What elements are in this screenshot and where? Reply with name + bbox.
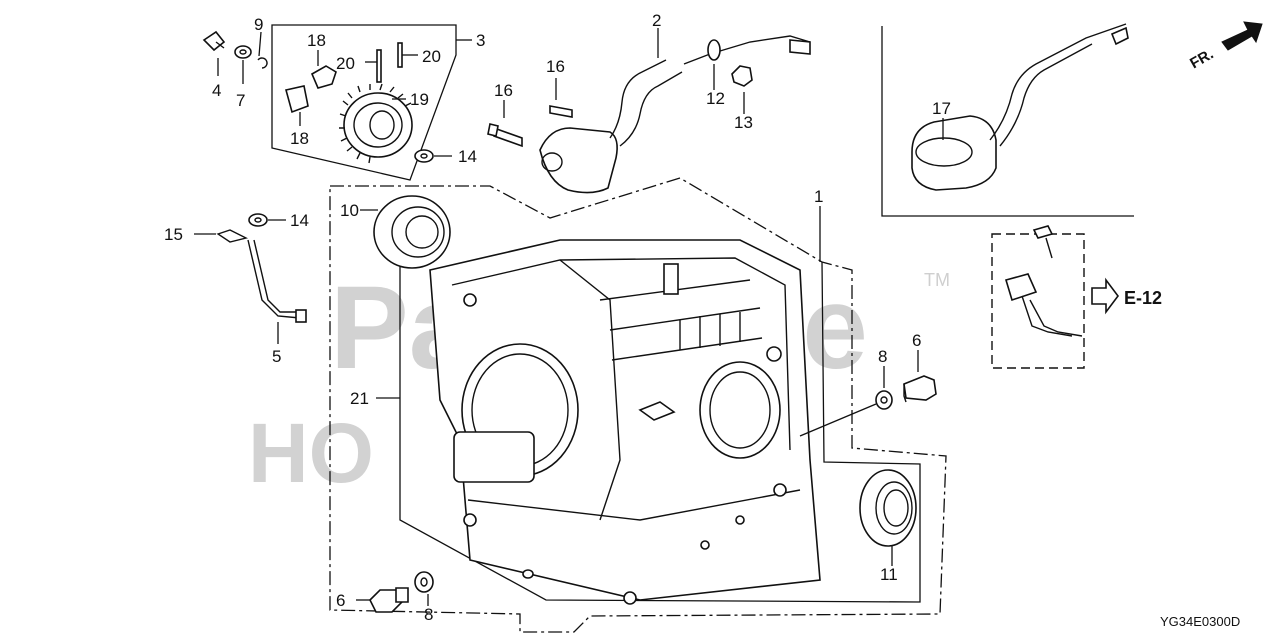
callout-8-right: 8 <box>878 347 887 366</box>
callout-7: 7 <box>236 91 245 110</box>
callout-6-right: 6 <box>912 331 921 350</box>
callout-4: 4 <box>212 81 221 100</box>
callout-11: 11 <box>880 565 898 584</box>
callout-3: 3 <box>476 31 485 50</box>
reference-label: E-12 <box>1124 288 1162 308</box>
bolt-4 <box>202 30 226 76</box>
oil-switch-group <box>881 23 1134 217</box>
callout-21: 21 <box>350 389 369 408</box>
washer-7 <box>234 45 252 84</box>
orientation-label: FR. <box>1187 46 1216 73</box>
governor-holder-lower <box>285 85 309 114</box>
oil-seal-11 <box>859 469 917 566</box>
callout-5: 5 <box>272 347 281 366</box>
crankcase-outline <box>329 177 947 633</box>
callout-8-bottom: 8 <box>424 605 433 624</box>
callout-6-bottom: 6 <box>336 591 345 610</box>
drain-bolt-bottom <box>356 571 434 613</box>
callout-20-right: 20 <box>422 47 441 66</box>
pin-left <box>376 49 382 83</box>
nut-13 <box>731 65 753 87</box>
callout-9: 9 <box>254 15 263 34</box>
cylinder-block <box>429 239 821 605</box>
callout-13: 13 <box>734 113 753 132</box>
pin-right <box>397 42 403 68</box>
control-rod-5 <box>194 213 307 344</box>
callout-14-top: 14 <box>458 147 477 166</box>
callout-20-left: 20 <box>336 54 355 73</box>
callout-10: 10 <box>340 201 359 220</box>
bearing-10 <box>360 195 451 269</box>
callout-2: 2 <box>652 11 661 30</box>
callout-14-left: 14 <box>290 211 309 230</box>
callout-18-bottom: 18 <box>290 129 309 148</box>
governor-group <box>271 24 472 181</box>
reference-box <box>991 225 1085 369</box>
callout-1: 1 <box>814 187 823 206</box>
front-arrow-icon <box>1221 21 1263 51</box>
drain-bolt-right <box>799 350 937 437</box>
callout-16-right: 16 <box>546 57 565 76</box>
cylinder-outline <box>399 261 921 603</box>
right-arrow-icon <box>1091 277 1119 315</box>
governor-holder-upper <box>310 65 337 89</box>
watermark-trademark: TM <box>924 270 950 290</box>
callout-16-left: 16 <box>494 81 513 100</box>
callout-18-top: 18 <box>307 31 326 50</box>
callout-12: 12 <box>706 89 725 108</box>
governor-gear <box>339 83 413 164</box>
diagram-code: YG34E0300D <box>1160 614 1240 629</box>
watermark-secondary: HO <box>248 406 374 500</box>
callout-17: 17 <box>932 99 951 118</box>
callout-19: 19 <box>410 90 429 109</box>
clip-9 <box>257 31 268 69</box>
breather-assembly <box>414 28 811 194</box>
callout-15: 15 <box>164 225 183 244</box>
